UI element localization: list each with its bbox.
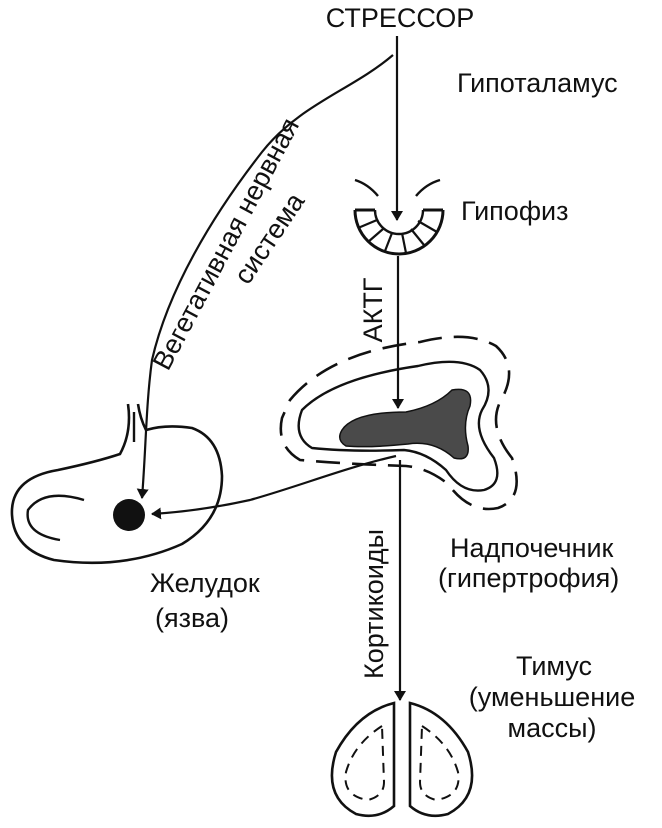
adrenal-label-line2: (гипертрофия) <box>438 563 619 593</box>
corticoids-label: Кортикоиды <box>359 529 389 679</box>
adrenal-label-line1: Надпочечник <box>450 533 614 563</box>
pituitary-label: Гипофиз <box>461 196 569 226</box>
adrenal-gland <box>279 335 518 511</box>
thymus-label-line3: массы) <box>508 713 597 743</box>
stomach-label-line1: Желудок <box>150 568 260 598</box>
adrenal-medulla <box>339 388 472 460</box>
ulcer-spot <box>113 499 145 531</box>
autonomic-nerve-arrow <box>136 54 394 499</box>
stressor-label: СТРЕССОР <box>326 3 475 33</box>
acth-label: АКТГ <box>358 277 388 342</box>
thymus-label-line2: (уменьшение <box>469 682 635 712</box>
stomach <box>10 403 224 565</box>
pituitary-gland <box>353 178 445 256</box>
hypothalamus-label: Гипоталамус <box>457 68 618 98</box>
thymus-label-line1: Тимус <box>516 651 592 681</box>
stomach-label-line2: (язва) <box>155 603 229 633</box>
adrenal-to-stomach-arrow <box>151 454 397 520</box>
thymus <box>330 701 474 818</box>
